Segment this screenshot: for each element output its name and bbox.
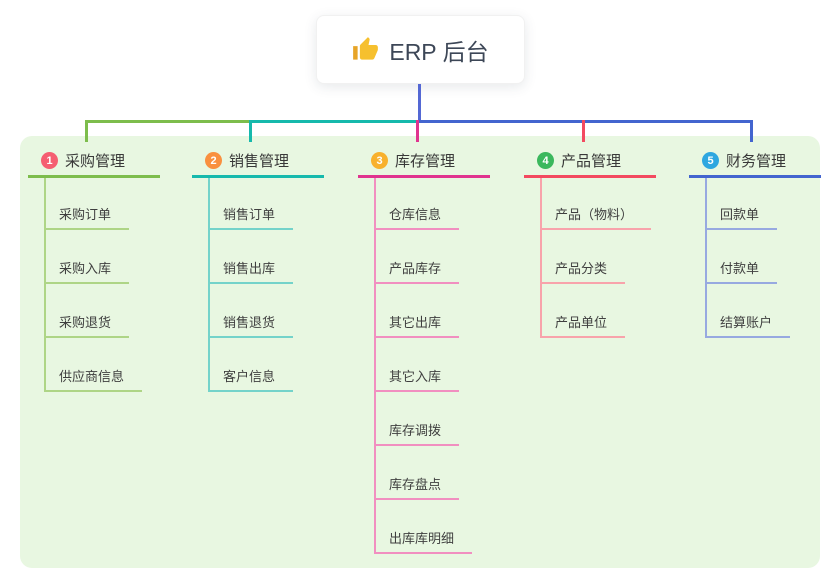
branch-item[interactable]: 产品分类	[542, 230, 626, 284]
branch-item[interactable]: 回款单	[707, 178, 778, 230]
branch-item[interactable]: 产品（物料）	[542, 178, 652, 230]
branch-number-badge: 2	[205, 152, 222, 169]
branch-title: 库存管理	[395, 153, 456, 170]
branch-item[interactable]: 出库库明细	[376, 500, 473, 554]
branch-header[interactable]: 5 财务管理	[689, 146, 821, 178]
branch-item[interactable]: 仓库信息	[376, 178, 460, 230]
branch-title: 财务管理	[726, 153, 787, 170]
branches-panel	[20, 136, 820, 568]
branch-bus-line	[250, 120, 418, 123]
branch-children: 产品（物料）产品分类产品单位	[540, 178, 656, 338]
branch-drop-line	[582, 120, 585, 142]
branch-item[interactable]: 库存盘点	[376, 446, 460, 500]
branch-item[interactable]: 付款单	[707, 230, 778, 284]
branch-number-badge: 1	[41, 152, 58, 169]
branch-item[interactable]: 采购退货	[46, 284, 130, 338]
branch-children: 仓库信息产品库存其它出库其它入库库存调拨库存盘点出库库明细	[374, 178, 490, 554]
branch-title: 采购管理	[65, 153, 126, 170]
branch-item[interactable]: 其它入库	[376, 338, 460, 392]
branch-drop-line	[416, 120, 419, 142]
branch-drop-line	[85, 120, 88, 142]
branch-children: 销售订单销售出库销售退货客户信息	[208, 178, 324, 392]
branch-children: 采购订单采购入库采购退货供应商信息	[44, 178, 160, 392]
branch-number-badge: 4	[537, 152, 554, 169]
branch-item[interactable]: 供应商信息	[46, 338, 143, 392]
branch-column-3: 3 库存管理 仓库信息产品库存其它出库其它入库库存调拨库存盘点出库库明细	[358, 146, 490, 554]
branch-column-4: 4 产品管理 产品（物料）产品分类产品单位	[524, 146, 656, 338]
branch-title: 产品管理	[561, 153, 622, 170]
branch-item[interactable]: 销售出库	[210, 230, 294, 284]
branch-number-badge: 5	[702, 152, 719, 169]
branch-header[interactable]: 4 产品管理	[524, 146, 656, 178]
branch-header[interactable]: 1 采购管理	[28, 146, 160, 178]
branch-drop-line	[249, 120, 252, 142]
root-label: ERP 后台	[389, 38, 489, 65]
branch-number-badge: 3	[371, 152, 388, 169]
branch-drop-line	[750, 120, 753, 142]
branch-item[interactable]: 结算账户	[707, 284, 791, 338]
branch-bus-line	[85, 120, 251, 123]
branch-children: 回款单付款单结算账户	[705, 178, 821, 338]
branch-item[interactable]: 销售订单	[210, 178, 294, 230]
branch-bus-line	[417, 120, 753, 123]
branch-column-2: 2 销售管理 销售订单销售出库销售退货客户信息	[192, 146, 324, 392]
root-node[interactable]: ERP 后台	[316, 15, 525, 84]
branch-column-5: 5 财务管理 回款单付款单结算账户	[689, 146, 821, 338]
branch-item[interactable]: 库存调拨	[376, 392, 460, 446]
branch-header[interactable]: 3 库存管理	[358, 146, 490, 178]
branch-header[interactable]: 2 销售管理	[192, 146, 324, 178]
branch-item[interactable]: 产品单位	[542, 284, 626, 338]
branch-item[interactable]: 客户信息	[210, 338, 294, 392]
branch-item[interactable]: 采购入库	[46, 230, 130, 284]
branch-item[interactable]: 产品库存	[376, 230, 460, 284]
branch-item[interactable]: 采购订单	[46, 178, 130, 230]
thumbs-up-icon	[352, 36, 379, 63]
branch-title: 销售管理	[229, 153, 290, 170]
branch-item[interactable]: 其它出库	[376, 284, 460, 338]
root-connector-line	[418, 84, 421, 122]
branch-column-1: 1 采购管理 采购订单采购入库采购退货供应商信息	[28, 146, 160, 392]
branch-item[interactable]: 销售退货	[210, 284, 294, 338]
